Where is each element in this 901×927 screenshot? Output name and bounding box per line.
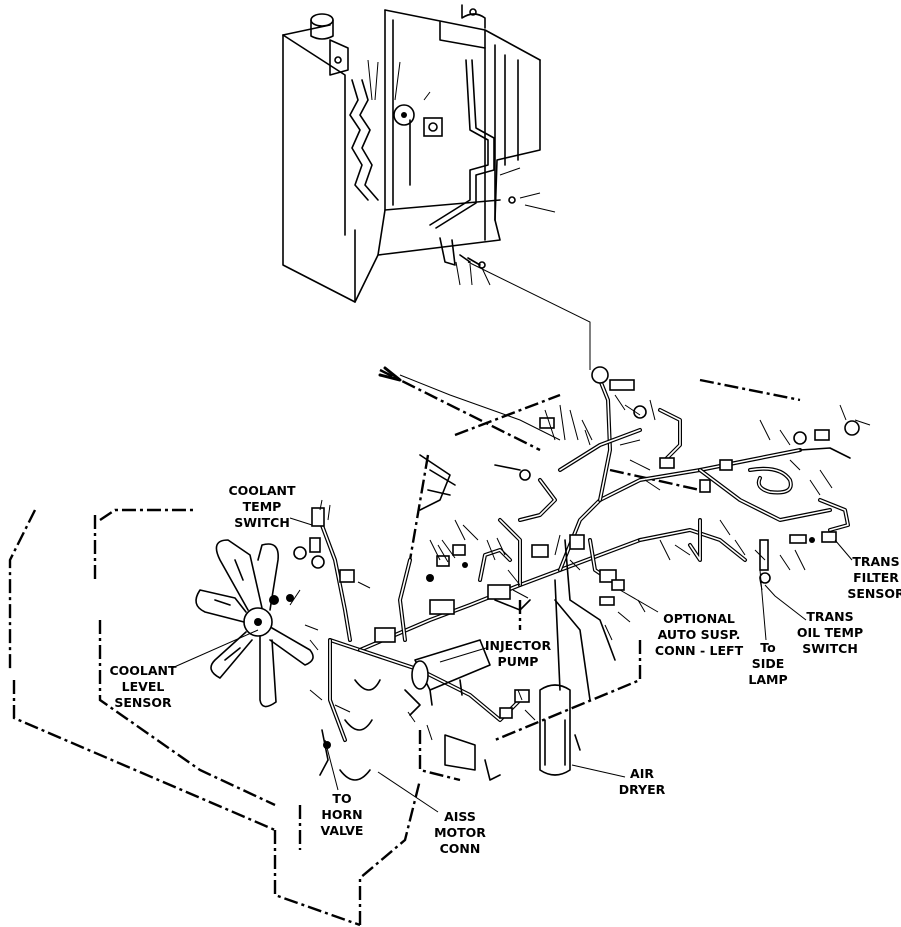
connectors: [269, 366, 860, 782]
trans-filter-sensor-line1: TRANS: [852, 554, 899, 569]
to-side-lamp-line3: LAMP: [748, 672, 787, 687]
optional-auto-susp-line2: AUTO SUSP.: [658, 627, 741, 642]
to-horn-valve-line1: TO: [332, 791, 351, 806]
injector-pump-line2: PUMP: [498, 654, 539, 669]
leader-ticks: [289, 394, 871, 741]
callout-leaders: [171, 517, 853, 813]
label-coolant-level-sensor: COOLANT LEVEL SENSOR: [109, 663, 177, 710]
coolant-level-sensor-line1: COOLANT: [109, 663, 177, 678]
trans-filter-sensor-line3: SENSOR: [847, 586, 901, 601]
label-optional-auto-susp: OPTIONAL AUTO SUSP. CONN - LEFT: [655, 611, 744, 658]
coolant-level-sensor-line2: LEVEL: [122, 679, 165, 694]
trans-filter-sensor-line2: FILTER: [853, 570, 899, 585]
label-trans-filter-sensor: TRANS FILTER SENSOR: [847, 554, 901, 601]
air-dryer-line2: DRYER: [619, 782, 666, 797]
trans-oil-temp-switch-line3: SWITCH: [802, 641, 858, 656]
fan-icon: [195, 539, 314, 708]
label-aiss-motor-conn: AISS MOTOR CONN: [434, 809, 486, 856]
trans-oil-temp-switch-line1: TRANS: [806, 609, 853, 624]
air-dryer-icon: [539, 539, 616, 776]
to-side-lamp-line2: SIDE: [752, 656, 785, 671]
to-side-lamp-line1: To: [760, 640, 776, 655]
coolant-temp-switch-line2: TEMP: [243, 499, 282, 514]
coolant-temp-switch-line3: SWITCH: [234, 515, 290, 530]
label-to-horn-valve: TO HORN VALVE: [321, 791, 364, 838]
injector-pump: [411, 639, 491, 706]
label-trans-oil-temp-switch: TRANS OIL TEMP SWITCH: [797, 609, 863, 656]
label-air-dryer: AIR DRYER: [619, 766, 666, 797]
aiss-motor-conn-line3: CONN: [440, 841, 481, 856]
aiss-motor-conn-line1: AISS: [444, 809, 476, 824]
label-coolant-temp-switch: COOLANT TEMP SWITCH: [228, 483, 296, 530]
air-dryer-line1: AIR: [630, 766, 654, 781]
to-horn-valve-line3: VALVE: [321, 823, 364, 838]
to-horn-valve-line2: HORN: [321, 807, 362, 822]
label-injector-pump: INJECTOR PUMP: [485, 638, 552, 669]
main-harness: [318, 366, 850, 742]
label-to-side-lamp: To SIDE LAMP: [748, 640, 787, 687]
engine-outline: [8, 368, 801, 927]
aiss-motor-conn-line2: MOTOR: [434, 825, 486, 840]
injector-pump-line1: INJECTOR: [485, 638, 552, 653]
optional-auto-susp-line3: CONN - LEFT: [655, 643, 744, 658]
coolant-temp-switch-line1: COOLANT: [228, 483, 296, 498]
optional-auto-susp-line1: OPTIONAL: [663, 611, 735, 626]
coolant-level-sensor-line3: SENSOR: [114, 695, 172, 710]
trans-oil-temp-switch-line2: OIL TEMP: [797, 625, 863, 640]
reservoir-tank-icon: [282, 4, 591, 370]
